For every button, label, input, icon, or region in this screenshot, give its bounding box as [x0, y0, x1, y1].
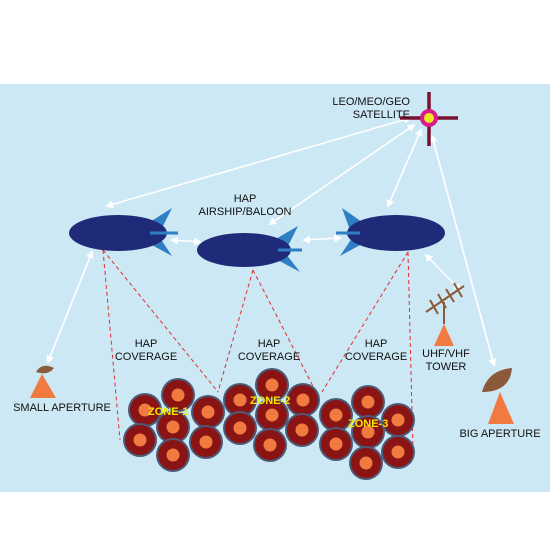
zone-2-label: ZONE-2: [250, 395, 291, 407]
cell-icon: [255, 398, 289, 432]
link-satellite-big-aperture: [429, 134, 497, 367]
cell-icon: [286, 383, 320, 417]
airship-icon: [197, 226, 302, 272]
link-hap2-hap3: [302, 234, 342, 244]
small-aperture-label: SMALL APERTURE: [13, 402, 111, 414]
hap-coverage-label-3: HAP COVERAGE: [344, 338, 408, 363]
cell-icon: [255, 368, 289, 402]
hap-coverage-label-1: HAP COVERAGE: [114, 338, 178, 363]
big-aperture-label: BIG APERTURE: [459, 428, 541, 440]
cell-icon: [285, 413, 319, 447]
cell-icon: [191, 395, 225, 429]
zone-1-label: ZONE-1: [148, 406, 189, 418]
cell-icon: [128, 393, 162, 427]
coverage-cells: [123, 368, 415, 480]
link-hap3-satellite: [386, 128, 423, 208]
communication-links: [46, 115, 497, 367]
cell-icon: [381, 403, 415, 437]
cell-icon: [223, 383, 257, 417]
satellite-label: LEO/MEO/GEO SATELLITE: [332, 96, 410, 121]
cell-icon: [223, 411, 257, 445]
link-hap1-hap2: [170, 236, 202, 246]
link-hap1-small-aperture: [46, 250, 94, 364]
airship-icon: [69, 208, 178, 256]
cell-icon: [156, 438, 190, 472]
airship-icon: [336, 208, 445, 256]
cell-icon: [349, 446, 383, 480]
cell-icon: [161, 378, 195, 412]
coverage-lines: [102, 249, 414, 453]
cell-icon: [381, 435, 415, 469]
cell-icon: [351, 385, 385, 419]
tower-label: UHF/VHF TOWER: [422, 348, 470, 373]
tower-antenna-icon: [425, 282, 465, 346]
cell-icon: [156, 410, 190, 444]
cell-icon: [351, 415, 385, 449]
cell-icon: [253, 428, 287, 462]
zone-3-label: ZONE-3: [348, 418, 389, 430]
dish-antenna-icon: [482, 368, 514, 424]
dish-antenna-icon: [30, 365, 56, 398]
satellite-icon: [400, 92, 458, 146]
cell-icon: [189, 425, 223, 459]
cell-icon: [319, 398, 353, 432]
hap-coverage-label-2: HAP COVERAGE: [237, 338, 301, 363]
cell-icon: [319, 427, 353, 461]
cell-icon: [123, 423, 157, 457]
hap-airship-label: HAP AIRSHIP/BALOON: [198, 193, 292, 218]
